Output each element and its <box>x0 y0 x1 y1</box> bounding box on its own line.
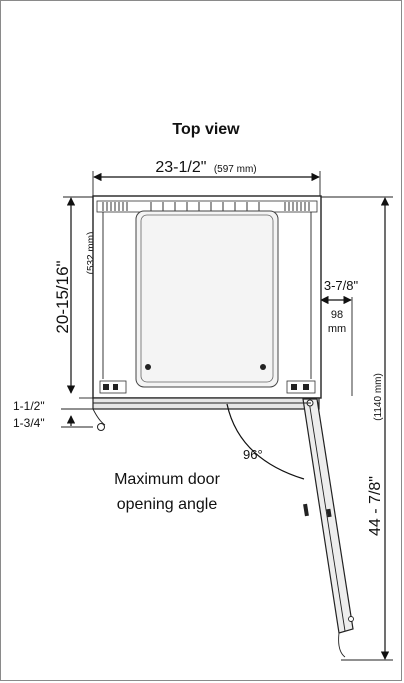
depth-mm-label: (532 mm) <box>86 232 97 275</box>
basket-bolt-icon <box>145 364 151 370</box>
overall-depth-label: 44 - 7/8" <box>367 476 384 536</box>
width-dimension: 23-1/2" (597 mm) <box>92 159 321 201</box>
open-door <box>302 398 354 658</box>
svg-text:23-1/2" (597 mm): 23-1/2" (597 mm) <box>155 159 256 176</box>
caption-line-2: opening angle <box>117 496 218 513</box>
clearance-mm-unit: mm <box>328 323 346 335</box>
caption-line-1: Maximum door <box>114 471 220 488</box>
basket-bolt-icon <box>260 364 266 370</box>
clearance-label: 3-7/8" <box>324 278 359 293</box>
angle-label: 96° <box>243 447 263 462</box>
offset-b-label: 1-3/4" <box>13 416 45 430</box>
width-label: 23-1/2" <box>155 159 206 176</box>
offset-dimensions: 1-1/2" 1-3/4" <box>13 397 93 430</box>
clearance-mm-value: 98 <box>331 309 343 321</box>
offset-a-label: 1-1/2" <box>13 399 45 413</box>
overall-depth-mm-label: (1140 mm) <box>373 373 384 421</box>
overall-depth-dimension: 44 - 7/8" (1140 mm) <box>321 196 393 661</box>
cabinet-body <box>92 195 322 431</box>
depth-label: 20-15/16" <box>53 260 72 333</box>
angle-indicator: 96° <box>226 402 311 480</box>
depth-dimension: 20-15/16" (532 mm) <box>53 196 97 394</box>
diagram-title: Top view <box>172 121 240 138</box>
width-mm-label: (597 mm) <box>214 164 257 175</box>
clearance-dimension: 3-7/8" 98 mm <box>320 278 359 396</box>
